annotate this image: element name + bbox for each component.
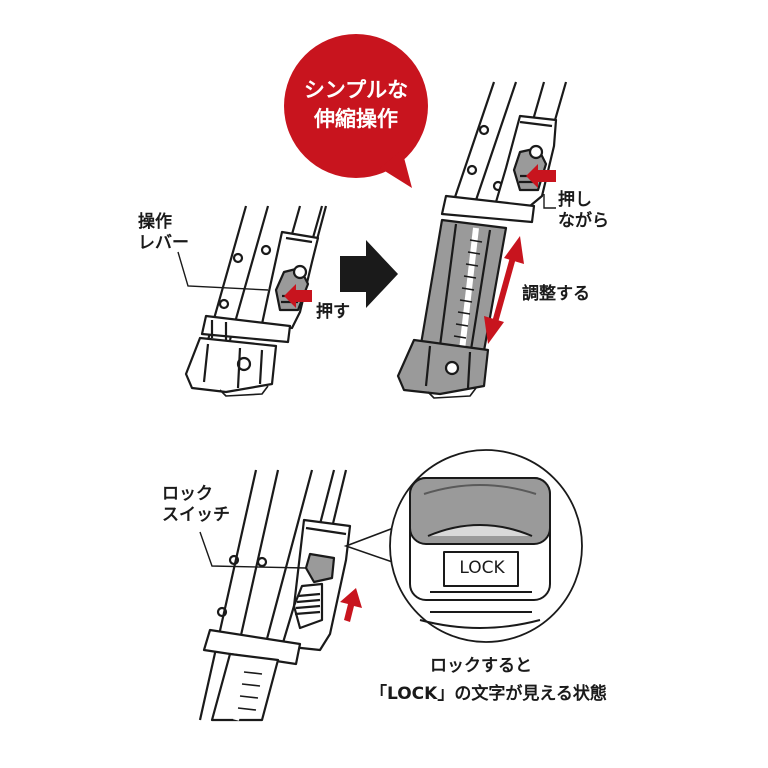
bubble-line1: シンプルな [303, 78, 409, 102]
tripod-leg-extended [396, 81, 568, 399]
right-arrow-icon [340, 240, 398, 308]
hold-label-line1: 押し [558, 190, 592, 210]
adjust-label: 調整する [522, 284, 590, 304]
speech-bubble [284, 34, 428, 188]
bubble-title: シンプルな 伸縮操作 [302, 76, 410, 134]
leader-line-lever [177, 251, 269, 291]
caption-line2: 「LOCK」の文字が見える状態 [370, 684, 607, 704]
bubble-line2: 伸縮操作 [314, 107, 398, 131]
leader-line-hold [543, 194, 556, 209]
hold-label: 押し ながら [558, 190, 609, 232]
caption-line1: ロックすると [430, 656, 532, 676]
leader-line-lock-switch [199, 531, 307, 569]
lock-switch-label: ロック スイッチ [162, 484, 230, 526]
lever-label: 操作 レバー [138, 212, 189, 254]
tripod-leg-before [184, 205, 328, 397]
red-arrow-icon [526, 164, 556, 188]
lever-label-line1: 操作 [138, 212, 172, 232]
hold-label-line2: ながら [558, 211, 609, 231]
lever-label-line2: レバー [138, 233, 189, 253]
lock-switch-label-line2: スイッチ [162, 505, 230, 525]
red-arrow-icon [284, 284, 312, 308]
tripod-leg-lock [198, 469, 352, 722]
double-headed-arrow-icon [484, 236, 524, 344]
lock-detail-callout [343, 449, 583, 643]
push-label: 押す [316, 302, 350, 322]
red-arrow-icon [340, 588, 362, 622]
lock-switch-label-line1: ロック [162, 484, 213, 504]
lock-word: LOCK [459, 558, 505, 578]
